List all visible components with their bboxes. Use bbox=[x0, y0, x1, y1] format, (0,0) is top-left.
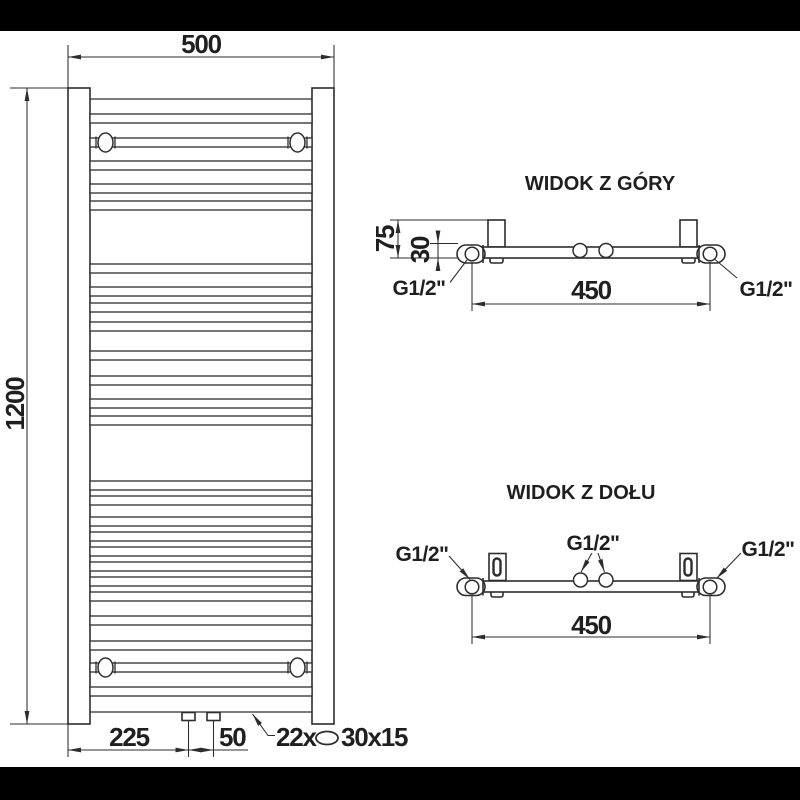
dim-connection-spacing-450: 450 bbox=[471, 262, 711, 311]
dim-width-500: 500 bbox=[67, 29, 335, 88]
leader-line bbox=[716, 552, 742, 579]
right-thread-port bbox=[702, 246, 718, 262]
left-thread-port bbox=[464, 579, 480, 595]
leader-line bbox=[448, 555, 471, 580]
tube-row bbox=[89, 302, 313, 313]
hanger-bracket-knob bbox=[97, 657, 114, 678]
tube-row bbox=[89, 375, 313, 386]
tube-row bbox=[89, 495, 313, 506]
hanger-bracket-knob bbox=[289, 132, 306, 153]
tube-row bbox=[89, 113, 313, 124]
dim-width-value: 500 bbox=[181, 29, 222, 59]
radiator-profile-bar bbox=[473, 580, 711, 593]
hanger-bar-row bbox=[89, 662, 313, 673]
oval-profile-icon bbox=[315, 730, 339, 746]
tube-profile-annotation: 22x 30x15 bbox=[252, 713, 409, 752]
right-collector-rail bbox=[311, 87, 335, 725]
tube-row bbox=[89, 686, 313, 697]
thread-label-left: G1/2" bbox=[396, 543, 449, 566]
dim-depth-value: 75 bbox=[370, 225, 400, 252]
center-connection-boss bbox=[598, 242, 614, 259]
thread-label-right: G1/2" bbox=[740, 278, 793, 301]
dim-height-value: 1200 bbox=[0, 377, 30, 431]
tube-row bbox=[89, 183, 313, 194]
tube-row bbox=[89, 640, 313, 651]
wall-bracket bbox=[487, 219, 506, 248]
dim-depth-75: 75 bbox=[370, 220, 401, 258]
leader-line bbox=[580, 552, 593, 573]
dim-bottom-offsets: 225 50 bbox=[67, 721, 248, 757]
tube-row bbox=[89, 591, 313, 602]
tube-row bbox=[89, 576, 313, 587]
tube-row bbox=[89, 516, 313, 527]
tube-row bbox=[89, 321, 313, 332]
hanger-bracket-knob bbox=[289, 657, 306, 678]
tube-row bbox=[89, 286, 313, 297]
tube-row bbox=[89, 350, 313, 361]
right-thread-port bbox=[702, 579, 718, 595]
hanger-bracket-knob bbox=[97, 132, 114, 153]
top-view-drawing: WIDOK Z GÓRY 75 30 bbox=[370, 171, 793, 311]
tube-row bbox=[89, 546, 313, 557]
tube-row bbox=[89, 615, 313, 626]
dim-height-1200: 1200 bbox=[0, 87, 68, 725]
left-connection-stub bbox=[181, 711, 196, 722]
thread-label-right: G1/2" bbox=[742, 538, 795, 561]
tube-row bbox=[89, 561, 313, 572]
dim-offset-value: 225 bbox=[109, 722, 150, 752]
right-connection-stub bbox=[206, 711, 221, 722]
dim-spacing-value: 50 bbox=[219, 722, 246, 752]
tube-row bbox=[89, 415, 313, 426]
top-view-title: WIDOK Z GÓRY bbox=[525, 171, 676, 195]
tube-row bbox=[89, 160, 313, 171]
leader-line bbox=[252, 713, 275, 737]
thread-label-center: G1/2" bbox=[567, 532, 620, 555]
leader-line bbox=[714, 259, 738, 279]
tube-rows-group bbox=[89, 113, 313, 697]
left-collector-rail bbox=[67, 87, 91, 725]
center-connection-port bbox=[598, 572, 614, 588]
bottom-view-title: WIDOK Z DOŁU bbox=[507, 482, 656, 504]
dim-pipe-offset-value: 30 bbox=[405, 236, 435, 263]
tube-row bbox=[89, 263, 313, 274]
dim-spacing-value: 450 bbox=[571, 610, 612, 640]
tube-count-label: 22x bbox=[276, 722, 318, 752]
letterbox-bottom-bar bbox=[0, 767, 800, 800]
leader-line bbox=[449, 259, 468, 283]
radiator-profile-bar bbox=[473, 246, 711, 259]
bracket-slot bbox=[683, 557, 693, 577]
tube-row bbox=[89, 531, 313, 542]
thread-label-left: G1/2" bbox=[393, 277, 446, 300]
dim-pipe-offset-30: 30 bbox=[405, 230, 441, 271]
left-thread-port bbox=[464, 246, 480, 262]
front-view-drawing: 500 1200 225 50 2 bbox=[0, 29, 409, 757]
wall-bracket bbox=[679, 219, 698, 248]
letterbox-top-bar bbox=[0, 0, 800, 31]
tube-row bbox=[89, 480, 313, 491]
tube-row bbox=[89, 398, 313, 409]
bracket-slot bbox=[492, 557, 502, 577]
center-connection-port bbox=[572, 572, 589, 588]
tube-profile-label: 30x15 bbox=[341, 722, 408, 752]
bottom-view-drawing: WIDOK Z DOŁU G1/2" G1/2" G1/2" 450 bbox=[396, 482, 795, 644]
leader-line bbox=[597, 552, 605, 573]
hanger-bar-row bbox=[89, 137, 313, 148]
dim-spacing-value: 450 bbox=[571, 275, 612, 305]
tube-row bbox=[89, 200, 313, 211]
center-connection-boss bbox=[572, 242, 588, 259]
dim-connection-spacing-450: 450 bbox=[471, 596, 711, 644]
